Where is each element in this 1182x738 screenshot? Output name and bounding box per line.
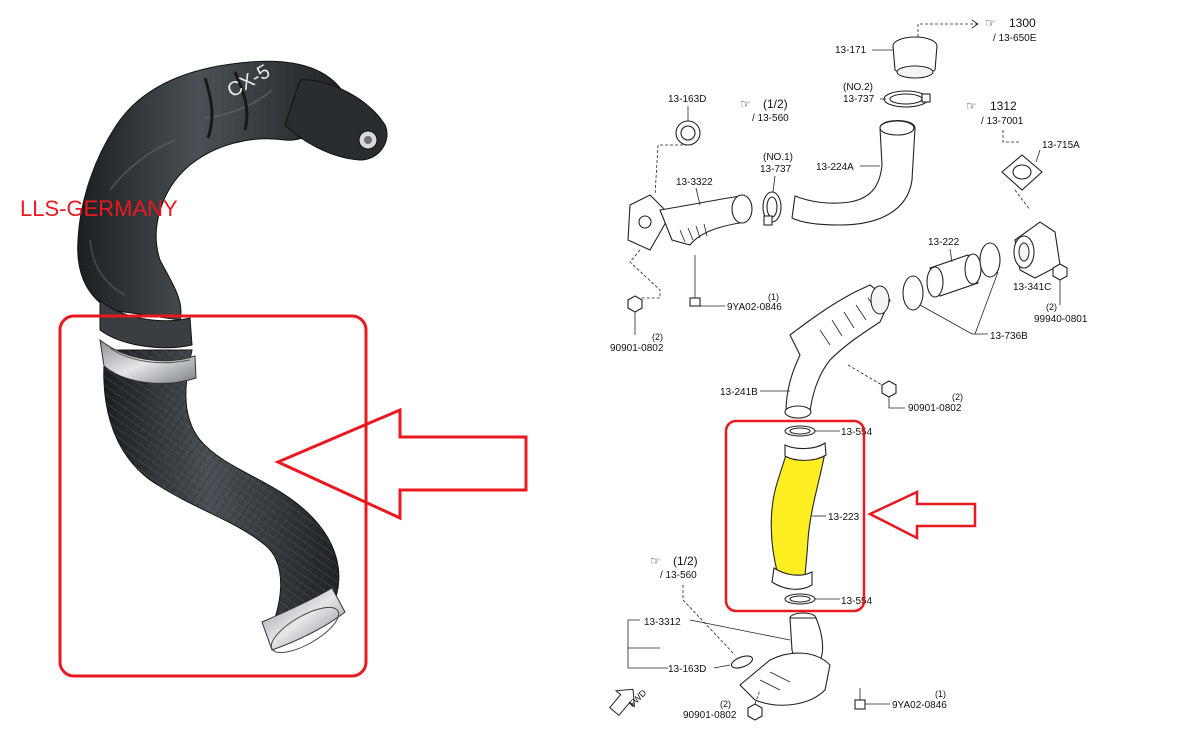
svg-text:(1): (1) [935,689,946,699]
lower-hose [99,338,346,654]
svg-text:/ 13-7001: / 13-7001 [981,116,1024,127]
svg-text:13-3312: 13-3312 [644,617,681,628]
svg-text:(1): (1) [768,292,779,302]
product-photo: CX-5 LLS-GERMANY [20,60,528,678]
part-13-715a [1001,154,1043,191]
part-13-341c [1013,221,1061,279]
watermark-text: LLS-GERMANY [20,196,178,221]
svg-text:13-223: 13-223 [828,512,860,523]
part-13-554-bot [784,593,816,605]
svg-text:(NO.2): (NO.2) [843,82,873,93]
svg-text:9YA02-0846: 9YA02-0846 [892,700,947,711]
svg-text:13-715A: 13-715A [1042,140,1080,151]
svg-text:(1/2): (1/2) [673,554,698,568]
svg-text:90901-0802: 90901-0802 [610,343,664,354]
photo-pointer-arrow [274,407,528,521]
part-90901-0802-mid [881,380,897,398]
part-13-222 [902,242,1001,311]
svg-text:13-163D: 13-163D [668,94,706,105]
svg-text:13-222: 13-222 [928,237,960,248]
svg-text:13-241B: 13-241B [720,387,758,398]
part-90901-0802-bot [747,703,763,721]
svg-text:13-736B: 13-736B [990,331,1028,342]
svg-text:(2): (2) [652,332,663,342]
part-9ya02-0846-top [689,255,701,307]
callout-13-560-bottom[interactable]: ☞ (1/2) / 13-560 [650,554,698,581]
diagram-pointer-arrow [867,490,977,541]
svg-text:99940-0801: 99940-0801 [1034,314,1088,325]
part-13-737-no1 [762,191,782,226]
callout-1312[interactable]: ☞ 1312 / 13-7001 [966,99,1024,127]
svg-text:13-224A: 13-224A [816,162,854,173]
callout-13-560-top[interactable]: ☞ (1/2) / 13-560 [740,97,789,124]
book-icon: ☞ [966,99,977,113]
book-icon: ☞ [985,16,996,30]
svg-text:13-737: 13-737 [760,164,792,175]
part-13-554-top [784,425,816,437]
svg-text:/ 13-650E: / 13-650E [993,33,1037,44]
svg-text:(2): (2) [952,392,963,402]
svg-text:13-3322: 13-3322 [676,177,713,188]
svg-text:13-554: 13-554 [841,427,873,438]
svg-text:90901-0802: 90901-0802 [908,403,962,414]
upper-hose: CX-5 [77,60,388,349]
svg-text:(NO.1): (NO.1) [763,152,793,163]
svg-text:9YA02-0846: 9YA02-0846 [727,302,782,313]
fwd-direction-icon: FWD [609,687,649,717]
svg-text:/ 13-560: / 13-560 [752,113,789,124]
part-13-224a [791,119,916,226]
part-99940-0801 [1052,263,1068,281]
part-13-3322 [627,194,753,251]
part-13-3312 [739,612,831,706]
svg-text:1312: 1312 [990,99,1017,113]
part-13-241b [784,284,891,419]
diagram-highlight-box [724,419,866,613]
svg-text:(2): (2) [720,699,731,709]
callout-1300[interactable]: ☞ 1300 / 13-650E [985,16,1037,44]
part-90901-0802-left [627,295,643,313]
svg-text:13-554: 13-554 [841,596,873,607]
part-9ya02-0846-bot [854,688,866,710]
photo-highlight-box [58,314,368,678]
svg-text:/ 13-560: / 13-560 [660,570,697,581]
svg-text:(1/2): (1/2) [763,97,788,111]
svg-text:13-163D: 13-163D [668,664,706,675]
top-clamp [99,338,197,384]
parts-diagram: ☞ 1300 / 13-650E 13-171 (NO.2) 13-737 13… [609,16,1088,721]
label-13-171: 13-171 [835,45,867,56]
book-icon: ☞ [740,97,751,111]
svg-text:13-341C: 13-341C [1013,282,1051,293]
part-13-163d-top [675,120,701,146]
part-13-171 [892,36,938,79]
svg-text:(2): (2) [1046,302,1057,312]
svg-text:1300: 1300 [1009,16,1036,30]
part-13-163d-bot [730,655,754,669]
bottom-clamp [261,587,346,654]
svg-text:13-737: 13-737 [843,94,875,105]
svg-text:90901-0802: 90901-0802 [683,710,737,721]
part-13-737-no2 [883,90,931,108]
book-icon: ☞ [650,554,661,568]
part-13-223 [770,442,827,590]
